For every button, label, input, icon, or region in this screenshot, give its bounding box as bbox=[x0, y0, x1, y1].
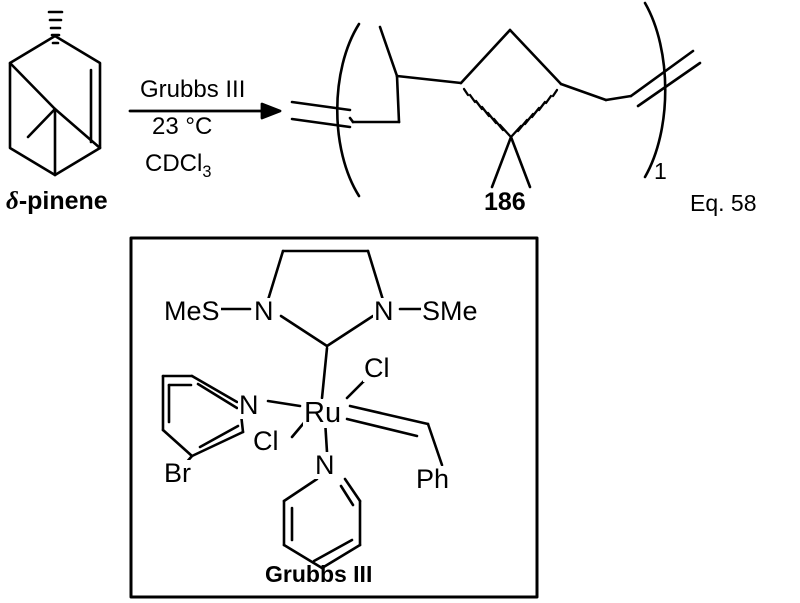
reactant-name-rest: -pinene bbox=[18, 187, 108, 215]
atom-label-br: Br bbox=[163, 458, 192, 488]
polymer-product-structure bbox=[290, 22, 563, 198]
solvent-subscript: 3 bbox=[202, 162, 212, 181]
bracket-left bbox=[335, 22, 361, 198]
bracket-right bbox=[643, 1, 667, 179]
delta-pinene-structure bbox=[8, 34, 102, 177]
atom-label-ru: Ru bbox=[303, 397, 343, 429]
atom-label-mes: MeS bbox=[163, 296, 221, 326]
atom-label-n-pyridine-bottom: N bbox=[314, 450, 336, 480]
pinene-hash-wedge bbox=[47, 10, 64, 45]
delta-symbol: δ bbox=[6, 188, 19, 215]
grubbs-iii-structure bbox=[161, 249, 444, 570]
equation-number-label: Eq. 58 bbox=[690, 190, 757, 216]
catalyst-name-label: Grubbs III bbox=[265, 561, 373, 587]
atom-label-n-ring-right: N bbox=[373, 296, 395, 326]
solvent-formula: CDCl bbox=[145, 150, 203, 177]
atom-label-cl-lower: Cl bbox=[252, 426, 280, 456]
reactant-label: δ-pinene bbox=[6, 187, 108, 215]
atom-label-n-pyridine-left: N bbox=[238, 390, 260, 420]
arrow-solvent-label: CDCl3 bbox=[145, 152, 211, 180]
atom-label-ph: Ph bbox=[415, 464, 451, 494]
catalyst-box-border bbox=[129, 236, 539, 599]
gem-methyl-a bbox=[490, 135, 513, 189]
polymer-repeat-subscript: 1 bbox=[654, 158, 667, 184]
arrow-temperature-label: 23 °C bbox=[152, 113, 213, 140]
atom-label-sme: SMe bbox=[421, 296, 479, 326]
cyclobutane-hash-bonds bbox=[462, 87, 559, 139]
atom-label-n-ring-left: N bbox=[253, 296, 275, 326]
product-number-label: 186 bbox=[484, 188, 526, 216]
reaction-arrow bbox=[128, 102, 282, 120]
arrow-reagent-label: Grubbs III bbox=[140, 76, 246, 103]
gem-methyl-b bbox=[509, 135, 532, 189]
atom-label-cl-upper: Cl bbox=[363, 353, 391, 383]
